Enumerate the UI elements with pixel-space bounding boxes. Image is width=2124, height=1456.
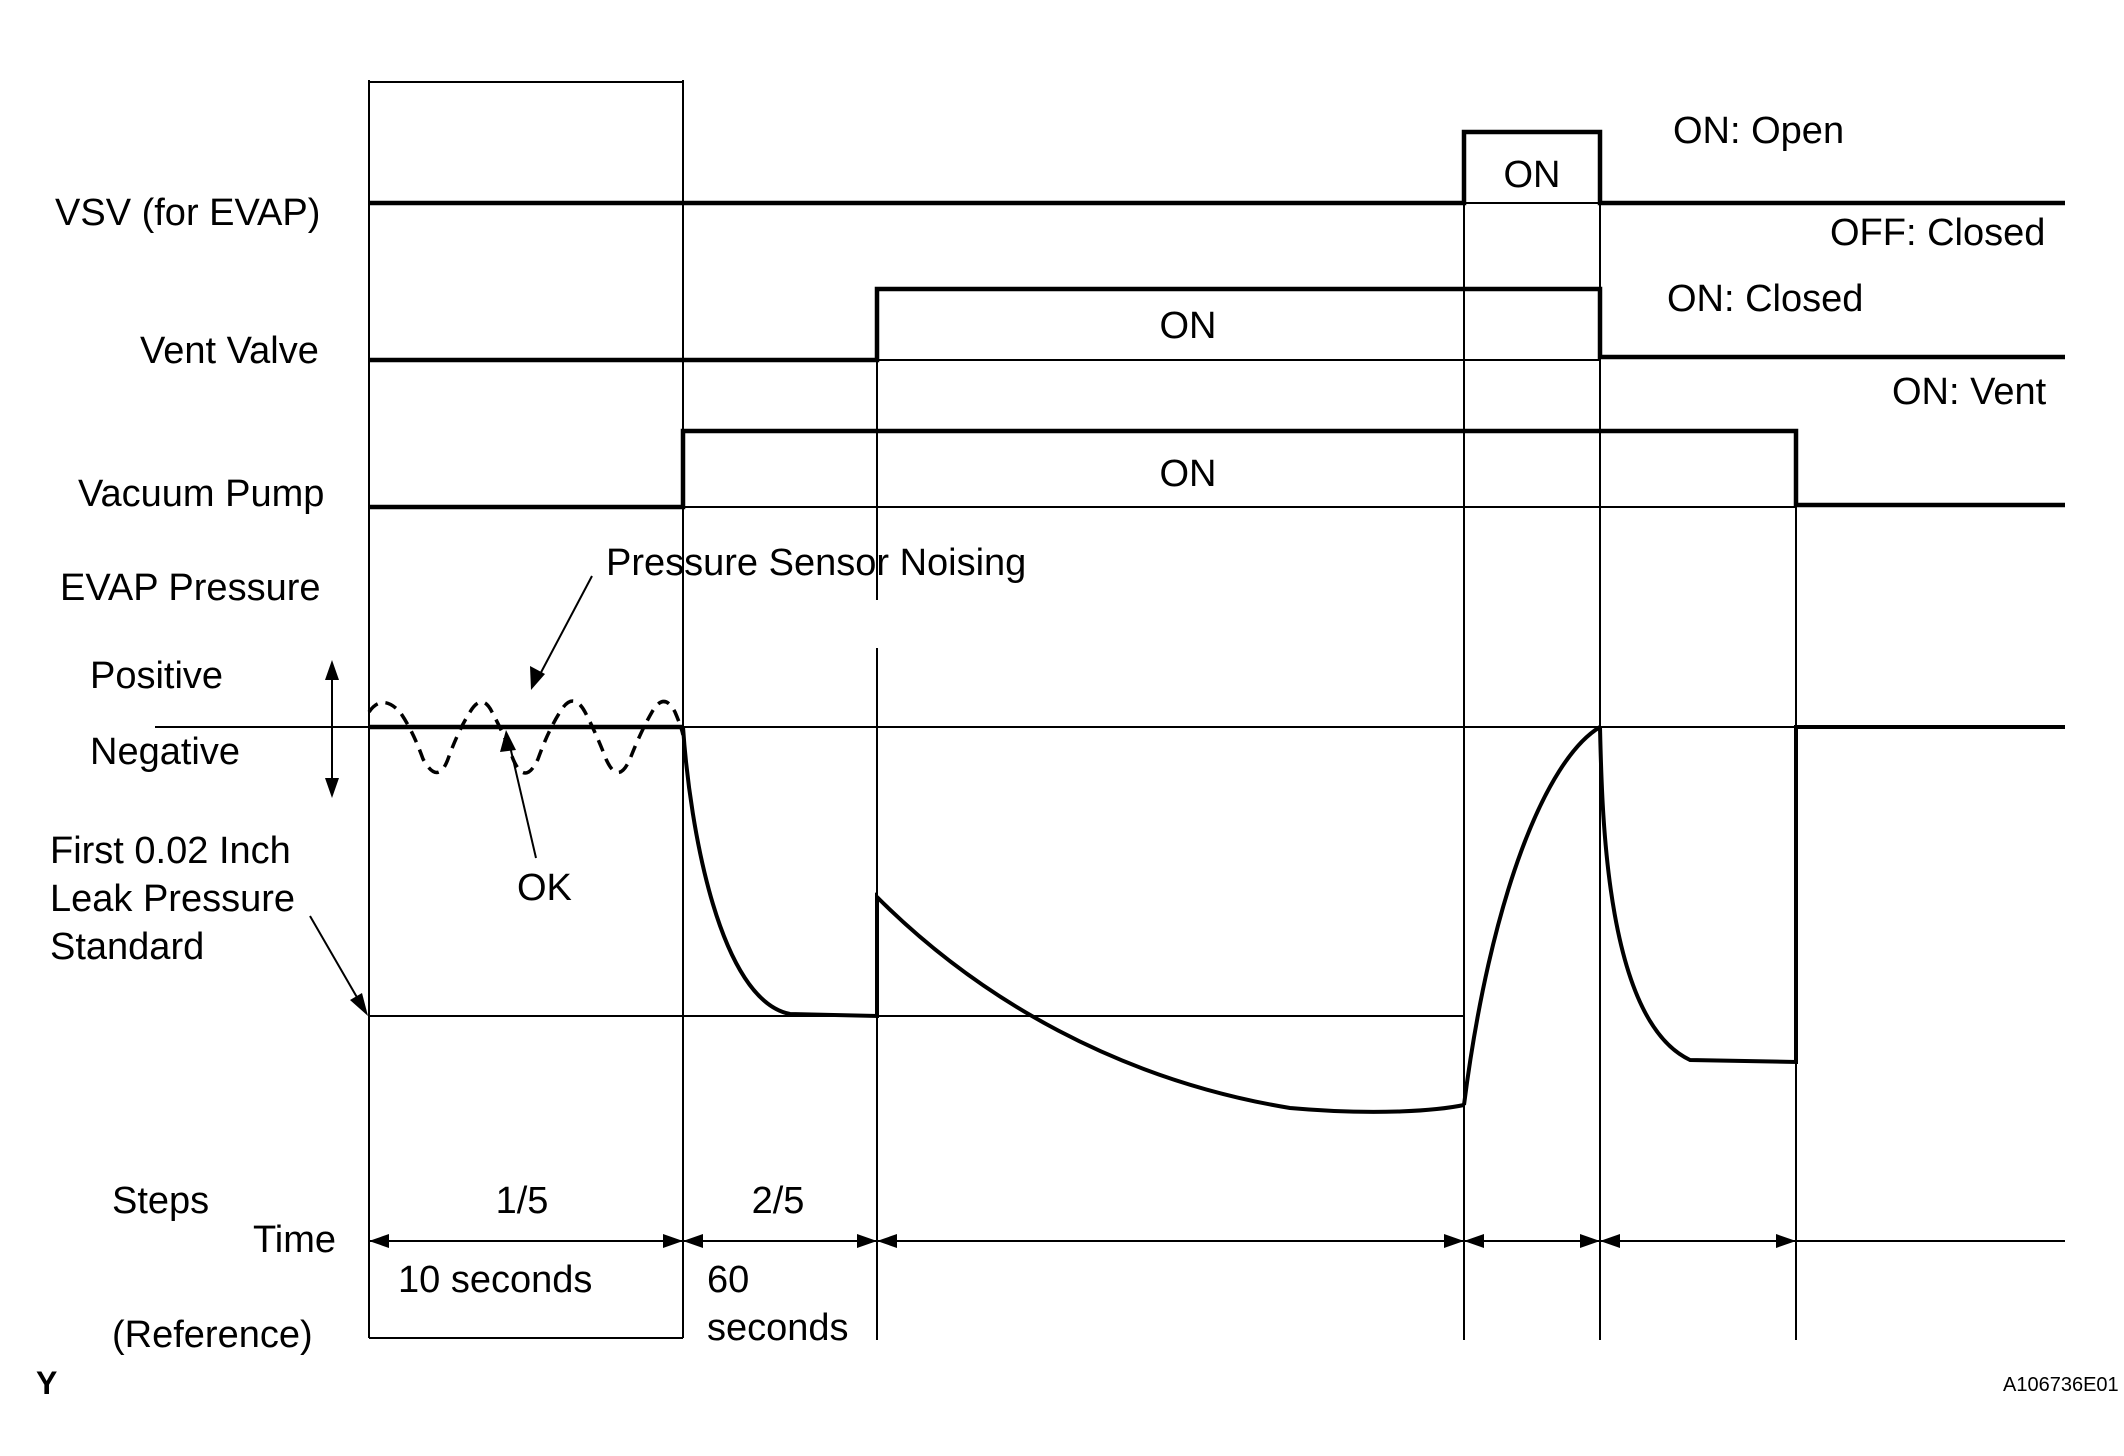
noise-pointer-arrowhead	[530, 666, 545, 690]
positive-negative-arrow	[325, 660, 339, 798]
time-label: Time	[253, 1219, 336, 1261]
vacuum-pump-label: Vacuum Pump	[78, 473, 324, 515]
duration-2-label-1: 60	[707, 1259, 749, 1301]
steps-label: Steps	[112, 1180, 209, 1222]
vsv-on-legend: ON: Open	[1673, 110, 1844, 152]
leak-standard-leader	[309, 915, 363, 1007]
vent-valve-label: Vent Valve	[140, 330, 319, 372]
vsv-on-state: ON	[1504, 154, 1561, 196]
vent-valve-on-state: ON	[1160, 305, 1217, 347]
duration-2-label-2: seconds	[707, 1307, 849, 1349]
vsv-signal-trace	[369, 129, 2065, 206]
ok-pointer-arrowhead	[500, 730, 516, 752]
ok-annotation: OK	[517, 867, 572, 909]
pressure-noise-trace	[367, 699, 685, 775]
vent-on-vent-legend: ON: Vent	[1892, 371, 2047, 413]
leak-standard-label-1: First 0.02 Inch	[50, 830, 291, 872]
ok-pointer	[508, 741, 537, 859]
vent-on-closed-legend: ON: Closed	[1667, 278, 1863, 320]
vsv-off-legend: OFF: Closed	[1830, 212, 2045, 254]
step-2-label: 2/5	[752, 1180, 805, 1222]
vacuum-pump-signal-trace	[369, 428, 2065, 510]
leak-standard-label-2: Leak Pressure	[50, 878, 295, 920]
vent-valve-signal-trace	[369, 286, 2065, 363]
corner-mark: Y	[36, 1365, 57, 1401]
vacuum-pump-on-state: ON	[1160, 453, 1217, 495]
pressure-final-curve	[1598, 725, 2065, 1065]
negative-label: Negative	[90, 731, 240, 773]
pressure-step2-curve	[681, 726, 1465, 1114]
noise-pointer	[536, 575, 593, 681]
figure-code: A106736E01	[2003, 1374, 2119, 1396]
leak-standard-arrowhead	[350, 993, 368, 1016]
duration-1-label: 10 seconds	[398, 1259, 592, 1301]
time-interval-arrowheads	[369, 1234, 1796, 1248]
reference-label: (Reference)	[112, 1314, 313, 1356]
evap-pressure-label: EVAP Pressure	[60, 567, 321, 609]
positive-label: Positive	[90, 655, 223, 697]
noise-annotation: Pressure Sensor Noising	[606, 542, 1026, 584]
leak-standard-label-3: Standard	[50, 926, 204, 968]
step-1-label: 1/5	[496, 1180, 549, 1222]
vsv-label: VSV (for EVAP)	[55, 192, 320, 234]
pressure-vsv-open-curve	[1462, 725, 1602, 1106]
